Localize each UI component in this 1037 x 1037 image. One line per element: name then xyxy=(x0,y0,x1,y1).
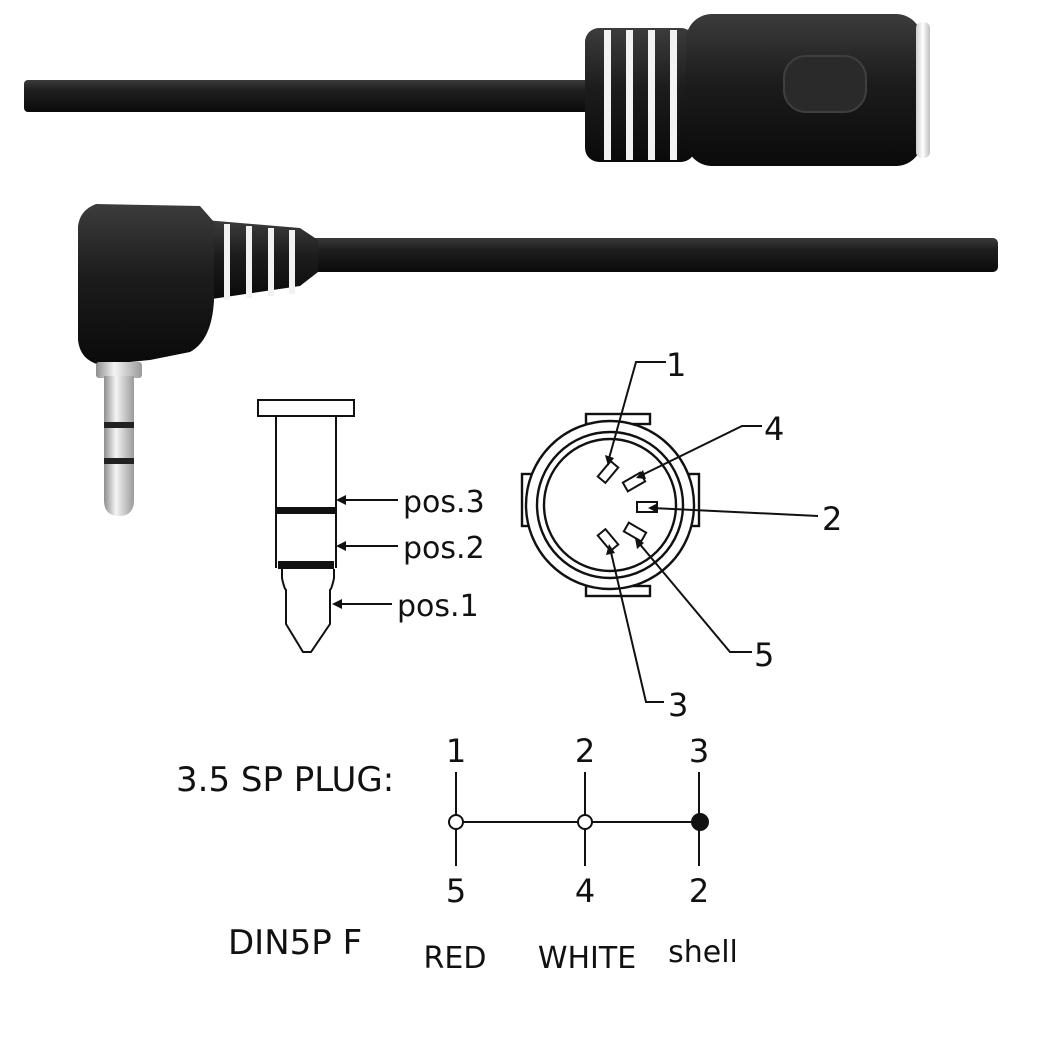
plug-housing xyxy=(78,204,214,365)
din-pin-label-5: 5 xyxy=(754,636,774,674)
node-open-2 xyxy=(577,814,593,830)
plug-pin xyxy=(96,362,142,516)
pos2-label: pos.2 xyxy=(403,531,485,566)
grip-texture xyxy=(783,55,867,113)
plug-title: 3.5 SP PLUG: xyxy=(176,760,394,800)
node-filled-3 xyxy=(691,813,709,831)
wiring-lines xyxy=(455,772,700,866)
din-pin-label-4: 4 xyxy=(764,410,784,448)
metal-rim xyxy=(916,22,930,158)
strain-relief-grooves-plug xyxy=(224,224,295,300)
din-pin-number-2: 2 xyxy=(689,872,709,910)
din-pin-label-2: 2 xyxy=(822,500,842,538)
din-title: DIN5P F xyxy=(228,923,362,963)
strain-relief-plug xyxy=(205,220,318,300)
plug-pin-number-1: 1 xyxy=(446,732,466,770)
din-pin-label-3: 3 xyxy=(668,686,688,724)
strain-relief-grooves-din xyxy=(604,30,677,160)
pos3-label: pos.3 xyxy=(403,485,485,520)
right-angle-plug-photo xyxy=(78,204,998,516)
din-cable xyxy=(24,80,594,112)
din-pin-label-1: 1 xyxy=(666,346,686,384)
din-pin-number-5: 5 xyxy=(446,872,466,910)
din-leader-lines xyxy=(605,361,819,703)
wire-name-white: WHITE xyxy=(538,941,636,976)
din-face-drawing xyxy=(520,412,701,598)
plug-cable xyxy=(300,238,998,272)
strain-relief-din xyxy=(585,28,695,162)
plug-position-arrows xyxy=(332,495,398,609)
plug-pin-number-3: 3 xyxy=(689,732,709,770)
wire-name-red: RED xyxy=(424,941,487,976)
din-female-connector-photo xyxy=(24,14,930,166)
din-pin-number-4: 4 xyxy=(575,872,595,910)
pos1-label: pos.1 xyxy=(397,589,479,624)
ring-band-3 xyxy=(276,507,336,514)
wire-name-shell: shell xyxy=(668,935,738,970)
node-open-1 xyxy=(448,814,464,830)
ring-band-2 xyxy=(278,561,334,569)
plug-pin-number-2: 2 xyxy=(575,732,595,770)
plug-line-drawing xyxy=(257,399,355,653)
